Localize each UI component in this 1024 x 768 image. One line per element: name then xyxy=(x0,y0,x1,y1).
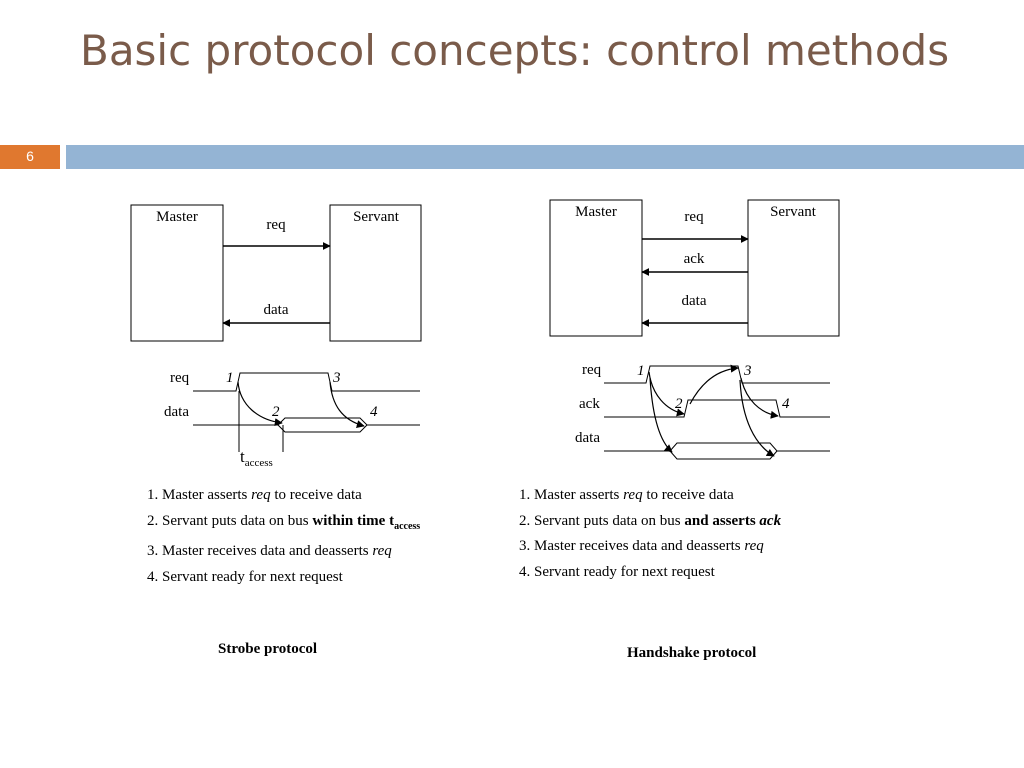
strobe-servant-box xyxy=(329,204,422,342)
handshake-req-waveform xyxy=(604,365,830,384)
strobe-step-3: 3. Master receives data and deasserts re… xyxy=(147,543,392,559)
handshake-mark-1: 1 xyxy=(637,363,645,379)
strobe-data-arrow-label: data xyxy=(264,302,289,318)
handshake-servant-box xyxy=(747,199,840,337)
handshake-mark-2: 2 xyxy=(675,396,683,412)
handshake-steps-list: 1. Master asserts req to receive data 2.… xyxy=(519,483,781,585)
strobe-servant-label: Servant xyxy=(353,209,400,225)
slide-number: 6 xyxy=(0,145,60,169)
strobe-block-diagram: Master Servant req data xyxy=(130,204,422,342)
strobe-mark-2: 2 xyxy=(272,404,280,420)
handshake-protocol-caption: Handshake protocol xyxy=(627,645,757,661)
handshake-master-label: Master xyxy=(575,204,617,220)
title-underline-bar xyxy=(66,145,1024,169)
handshake-mark-4: 4 xyxy=(782,396,790,412)
strobe-mark-3: 3 xyxy=(332,370,341,386)
handshake-step-4: 4. Servant ready for next request xyxy=(519,563,715,580)
handshake-timing-data-label: data xyxy=(575,430,600,446)
handshake-timing-req-label: req xyxy=(582,362,602,378)
handshake-data-arrow-label: data xyxy=(682,293,707,309)
handshake-req-to-ack-arrow xyxy=(648,371,685,417)
handshake-block-diagram: Master Servant req ack data xyxy=(549,199,840,337)
strobe-req-waveform xyxy=(193,372,420,392)
strobe-step-4: 4. Servant ready for next request xyxy=(147,568,343,585)
strobe-data-bus-waveform xyxy=(193,417,420,433)
strobe-timing-diagram: req data 1 2 3 4 taccess xyxy=(164,370,420,469)
handshake-ack-waveform xyxy=(604,399,830,418)
strobe-step-1: 1. Master asserts req to receive data xyxy=(147,487,362,503)
handshake-timing-ack-label: ack xyxy=(579,396,600,412)
handshake-timing-diagram: req ack data 1 2 3 4 xyxy=(575,362,830,460)
strobe-master-label: Master xyxy=(156,209,198,225)
strobe-deassert-arrow xyxy=(329,381,365,428)
handshake-step-3: 3. Master receives data and deasserts re… xyxy=(519,538,764,554)
strobe-mark-4: 4 xyxy=(370,404,378,420)
handshake-ack-arrow-label: ack xyxy=(684,251,705,267)
handshake-servant-label: Servant xyxy=(770,204,817,220)
handshake-req-to-data-arrow xyxy=(649,377,673,453)
handshake-req-arrow-label: req xyxy=(684,209,704,225)
handshake-deassert-to-ack-arrow xyxy=(740,377,779,419)
handshake-mark-3: 3 xyxy=(743,363,752,379)
handshake-step-2: 2. Servant puts data on bus and asserts … xyxy=(519,512,782,529)
strobe-master-box xyxy=(130,204,224,342)
handshake-step-1: 1. Master asserts req to receive data xyxy=(519,487,734,503)
handshake-master-box xyxy=(549,199,643,337)
strobe-taccess-label: taccess xyxy=(240,447,273,469)
strobe-timing-data-label: data xyxy=(164,404,189,420)
strobe-req-arrow-label: req xyxy=(266,217,286,233)
strobe-step-2: 2. Servant puts data on bus within time … xyxy=(147,512,421,532)
strobe-steps-list: 1. Master asserts req to receive data 2.… xyxy=(147,483,420,590)
slide-title: Basic protocol concepts: control methods xyxy=(80,26,950,75)
strobe-req-to-data-arrow xyxy=(237,381,283,427)
strobe-protocol-caption: Strobe protocol xyxy=(218,641,318,657)
handshake-data-bus-waveform xyxy=(604,442,830,460)
strobe-timing-req-label: req xyxy=(170,370,190,386)
handshake-ack-to-deassert-arrow xyxy=(689,364,739,405)
handshake-deassert-to-data-arrow xyxy=(739,379,775,457)
strobe-mark-1: 1 xyxy=(226,370,234,386)
